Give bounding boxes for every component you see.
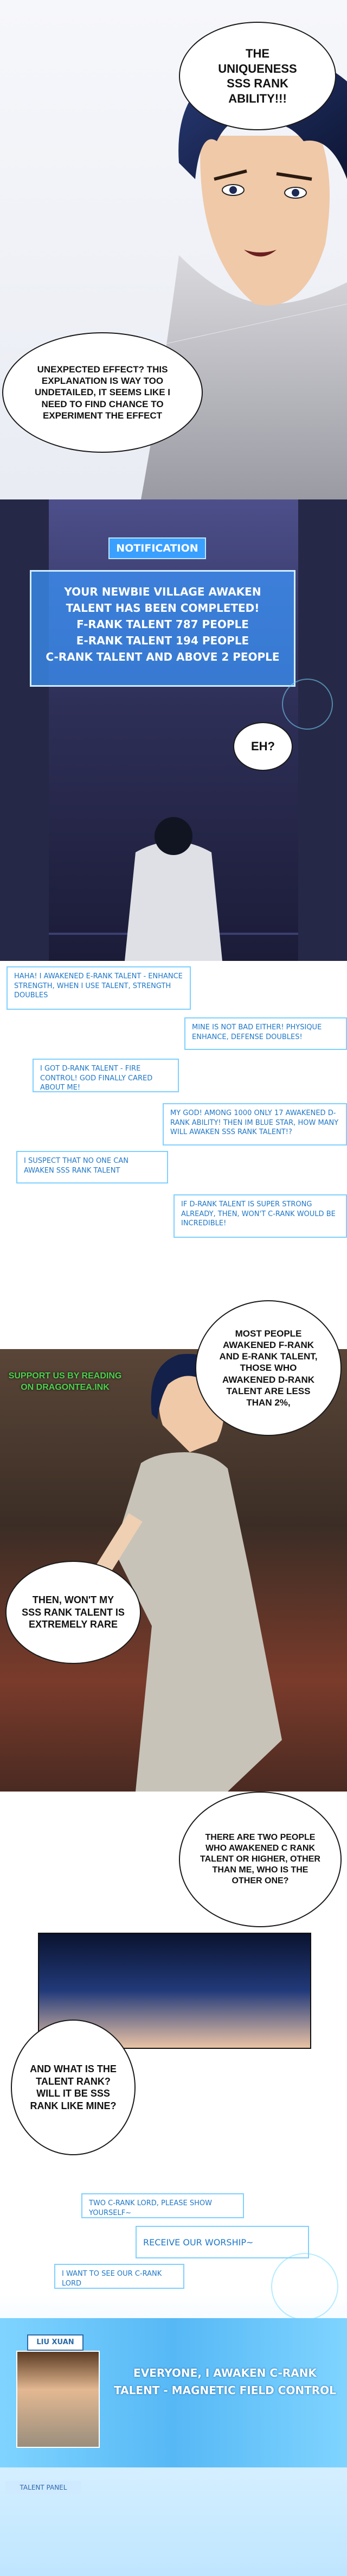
speech-text: UNEXPECTED EFFECT? THIS EXPLANATION IS W… [35,364,170,421]
panel-notification: NOTIFICATION YOUR NEWBIE VILLAGE AWAKEN … [0,499,347,961]
notification-line: F-RANK TALENT 787 PEOPLE [76,618,249,631]
notification-line: C-RANK TALENT AND ABOVE 2 PEOPLE [46,650,280,663]
chat-message: RECEIVE OUR WORSHIP~ [136,2226,309,2258]
speech-bubble-unexpected: UNEXPECTED EFFECT? THIS EXPLANATION IS W… [2,332,203,453]
notification-line: E-RANK TALENT 194 PEOPLE [76,634,249,647]
chat-message: HAHA! I AWAKENED E-RANK TALENT - ENHANCE… [7,966,191,1010]
panel-c-rank-lord: TWO C-RANK LORD, PLEASE SHOW YOURSELF~ R… [0,2172,347,2576]
chat-message: MINE IS NOT BAD EITHER! PHYSIQUE ENHANCE… [184,1017,347,1050]
panel-eyes: THERE ARE TWO PEOPLE WHO AWAKENED C RANK… [0,1792,347,2172]
liu-xuan-avatar [16,2351,100,2448]
hud-ring-icon [271,2253,338,2320]
speech-bubble-eh: EH? [233,722,293,771]
speech-bubble-uniqueness: THE UNIQUENESS SSS RANK ABILITY!!! [179,22,336,130]
speech-text: THE UNIQUENESS SSS RANK ABILITY!!! [218,47,297,105]
chat-message: I SUSPECT THAT NO ONE CAN AWAKEN SSS RAN… [16,1151,168,1183]
watermark: SUPPORT US BY READING ON DRAGONTEA.INK [8,1371,122,1392]
speech-bubble-rare: THEN, WON'T MY SSS RANK TALENT IS EXTREM… [5,1561,141,1664]
speech-bubble-most-people: MOST PEOPLE AWAKENED F-RANK AND E-RANK T… [195,1300,342,1436]
announcement-text: EVERYONE, I AWAKEN C-RANK TALENT - MAGNE… [114,2366,336,2397]
chat-message: TWO C-RANK LORD, PLEASE SHOW YOURSELF~ [81,2193,244,2218]
panel-standing-man: SUPPORT US BY READING ON DRAGONTEA.INK M… [0,1289,347,1792]
speech-bubble-two-people: THERE ARE TWO PEOPLE WHO AWAKENED C RANK… [179,1792,342,1927]
panel-shocked-man: THE UNIQUENESS SSS RANK ABILITY!!! UNEXP… [0,0,347,499]
chat-message: I WANT TO SEE OUR C-RANK LORD [54,2264,184,2289]
name-tag: LIU XUAN [27,2334,83,2351]
notification-line: YOUR NEWBIE VILLAGE AWAKEN TALENT HAS BE… [64,585,261,615]
speech-bubble-what-rank: AND WHAT IS THE TALENT RANK? WILL IT BE … [11,2020,136,2155]
footer-tag: TALENT PANEL [5,2481,81,2494]
chat-message: MY GOD! AMONG 1000 ONLY 17 AWAKENED D-RA… [163,1103,347,1145]
hud-ring-icon [282,679,333,730]
chat-message: IF D-RANK TALENT IS SUPER STRONG ALREADY… [174,1194,347,1238]
chat-message: I GOT D-RANK TALENT - FIRE CONTROL! GOD … [33,1059,179,1092]
hall-background [0,499,347,961]
notification-box: YOUR NEWBIE VILLAGE AWAKEN TALENT HAS BE… [30,570,295,687]
notification-title: NOTIFICATION [108,537,206,559]
